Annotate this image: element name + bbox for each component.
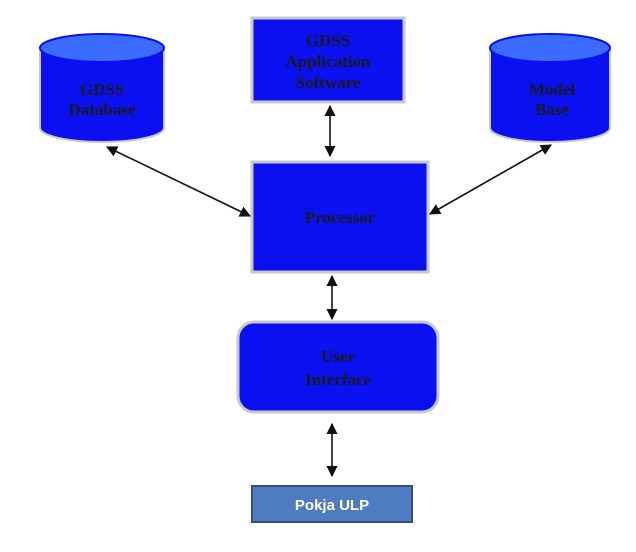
user-interface-box xyxy=(236,320,440,414)
database-cylinder-icon xyxy=(39,47,165,143)
database-cylinder-top xyxy=(39,33,165,63)
processor-node: Processor xyxy=(250,160,430,274)
processor-box xyxy=(250,160,430,274)
model-base-cylinder-top xyxy=(489,33,611,63)
user-interface-node: User Interface xyxy=(236,320,440,414)
arrow-database-processor xyxy=(105,146,252,217)
user-interface-label-line2: Interface xyxy=(305,370,372,389)
gdss-database-label-line1: GDSS xyxy=(80,80,124,99)
model-base-label-line2: Base xyxy=(535,100,569,119)
gdss-app-label-line2: Application xyxy=(285,52,371,71)
pokja-ulp-box xyxy=(251,485,413,523)
pokja-ulp-node: Pokja ULP xyxy=(251,485,413,523)
model-base-label-line1: Model xyxy=(529,80,576,99)
gdss-application-software-node: GDSS Application Software xyxy=(250,16,406,104)
pokja-ulp-label: Pokja ULP xyxy=(295,497,369,514)
model-base-node: Model Base xyxy=(489,33,611,143)
gdss-app-label-line3: Software xyxy=(296,73,361,92)
application-software-box xyxy=(250,16,406,104)
arrow-modelbase-processor xyxy=(429,144,552,215)
model-base-cylinder-icon xyxy=(489,47,611,143)
gdss-database-label-line2: Database xyxy=(68,100,136,119)
gdss-database-node: GDSS Database xyxy=(39,33,165,143)
user-interface-label-line1: User xyxy=(321,347,355,366)
gdss-app-label-line1: GDSS xyxy=(306,31,350,50)
processor-label: Processor xyxy=(305,208,376,227)
